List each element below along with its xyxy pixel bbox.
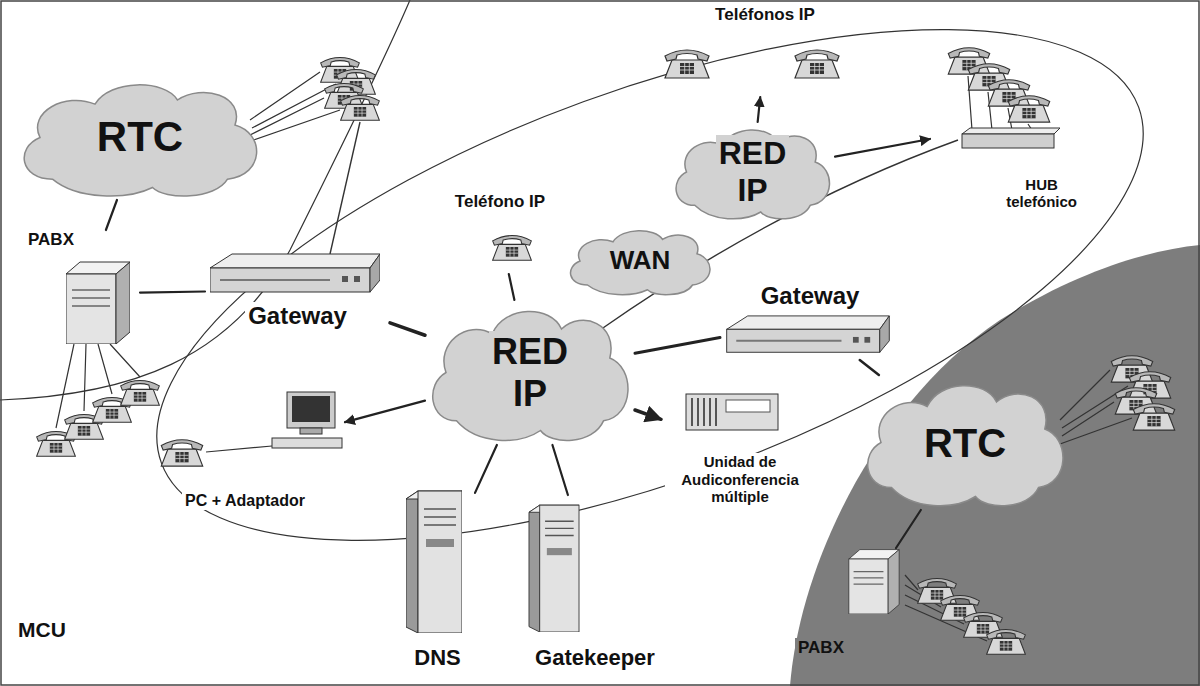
pabx: PABX xyxy=(795,548,925,658)
conference-unit-icon xyxy=(686,394,778,430)
gateway-icon xyxy=(210,254,380,292)
device-label: Unidad de Audiconferencia múltiple xyxy=(665,453,815,505)
network-link xyxy=(106,200,117,230)
pc-monitor xyxy=(287,392,335,428)
phone-icon xyxy=(121,381,160,406)
hub-top xyxy=(962,128,1060,134)
pc-adapter: PC + Adaptador xyxy=(145,388,345,510)
network-link xyxy=(860,360,879,375)
device-label: PC + Adaptador xyxy=(182,492,308,510)
pstn-cloud: RTC xyxy=(860,375,1070,510)
gatekeeper-server-icon xyxy=(529,505,579,632)
network-label: RED IP xyxy=(716,135,790,209)
network-link xyxy=(345,401,425,422)
device-label: PABX xyxy=(795,638,847,658)
device-label: DNS xyxy=(411,645,463,670)
pc-stand xyxy=(300,428,322,434)
cloud-outline xyxy=(433,311,628,440)
ip-network-cloud: RED IP xyxy=(670,122,835,222)
network-label: WAN xyxy=(607,246,674,276)
network-link xyxy=(552,445,567,495)
remote-site-region xyxy=(790,245,1200,686)
conference-unit-detail xyxy=(692,398,716,426)
pabx-icon xyxy=(849,550,899,614)
network-label: RTC xyxy=(921,420,1009,466)
gateway: Gateway xyxy=(720,282,900,360)
device-label: PABX xyxy=(25,230,77,250)
figure-label: MCU xyxy=(15,618,69,642)
device-label: Teléfonos IP xyxy=(712,5,818,25)
dns-server: DNS xyxy=(400,480,475,670)
device-label: HUB telefónico xyxy=(1003,176,1080,211)
ip-phone: Teléfono IP xyxy=(440,192,560,274)
ip-phones: Teléfonos IP xyxy=(630,5,900,97)
conference-unit-panel xyxy=(726,400,770,412)
dns-server-icon xyxy=(406,491,462,633)
device-label: Gatekeeper xyxy=(532,645,658,670)
network-link xyxy=(475,445,497,493)
phone-icon xyxy=(795,50,839,78)
cloud-outline xyxy=(676,130,829,219)
network-link xyxy=(390,323,425,335)
network-link xyxy=(635,338,720,354)
ip-network-cloud: RED IP xyxy=(425,300,635,445)
gateway: Gateway xyxy=(205,250,390,330)
phone-icon xyxy=(1133,404,1174,430)
gateway-wire xyxy=(330,122,360,254)
device-label: Gateway xyxy=(245,302,350,330)
pc-keyboard xyxy=(272,438,342,448)
network-link xyxy=(140,292,205,293)
ip-domain-outline xyxy=(95,0,1200,646)
cloud-outline xyxy=(571,231,710,295)
phone-icon xyxy=(341,96,380,121)
phone-hub: HUB telefónico xyxy=(930,40,1080,210)
device-label: Teléfono IP xyxy=(452,192,548,212)
conference-unit: Unidad de Audiconferencia múltiple xyxy=(661,390,819,505)
phone-icon xyxy=(493,236,532,261)
wan-cloud: WAN xyxy=(565,225,715,297)
phone-icon xyxy=(1008,96,1049,122)
network-link xyxy=(835,139,930,157)
network-label: RED IP xyxy=(489,331,571,414)
adapter-cable xyxy=(206,446,272,452)
cloud-outline xyxy=(868,386,1063,506)
network-link xyxy=(509,274,515,300)
network-label: RTC xyxy=(94,113,186,161)
phone-icon xyxy=(665,50,709,78)
device-label: Gateway xyxy=(758,282,863,310)
network-link xyxy=(896,510,921,548)
pc-screen xyxy=(292,396,330,422)
network-link xyxy=(635,410,661,419)
hub-body xyxy=(962,134,1054,148)
phone-icon xyxy=(161,440,202,466)
pabx-icon xyxy=(66,262,130,344)
phone-icon xyxy=(987,630,1026,655)
cloud-outline xyxy=(24,85,256,196)
network-link xyxy=(758,97,761,122)
gatekeeper-server: Gatekeeper xyxy=(520,495,670,670)
local-site-outline xyxy=(0,0,410,400)
pabx: PABX xyxy=(25,230,140,357)
gateway-icon xyxy=(727,316,890,352)
pstn-cloud: RTC xyxy=(15,75,265,200)
